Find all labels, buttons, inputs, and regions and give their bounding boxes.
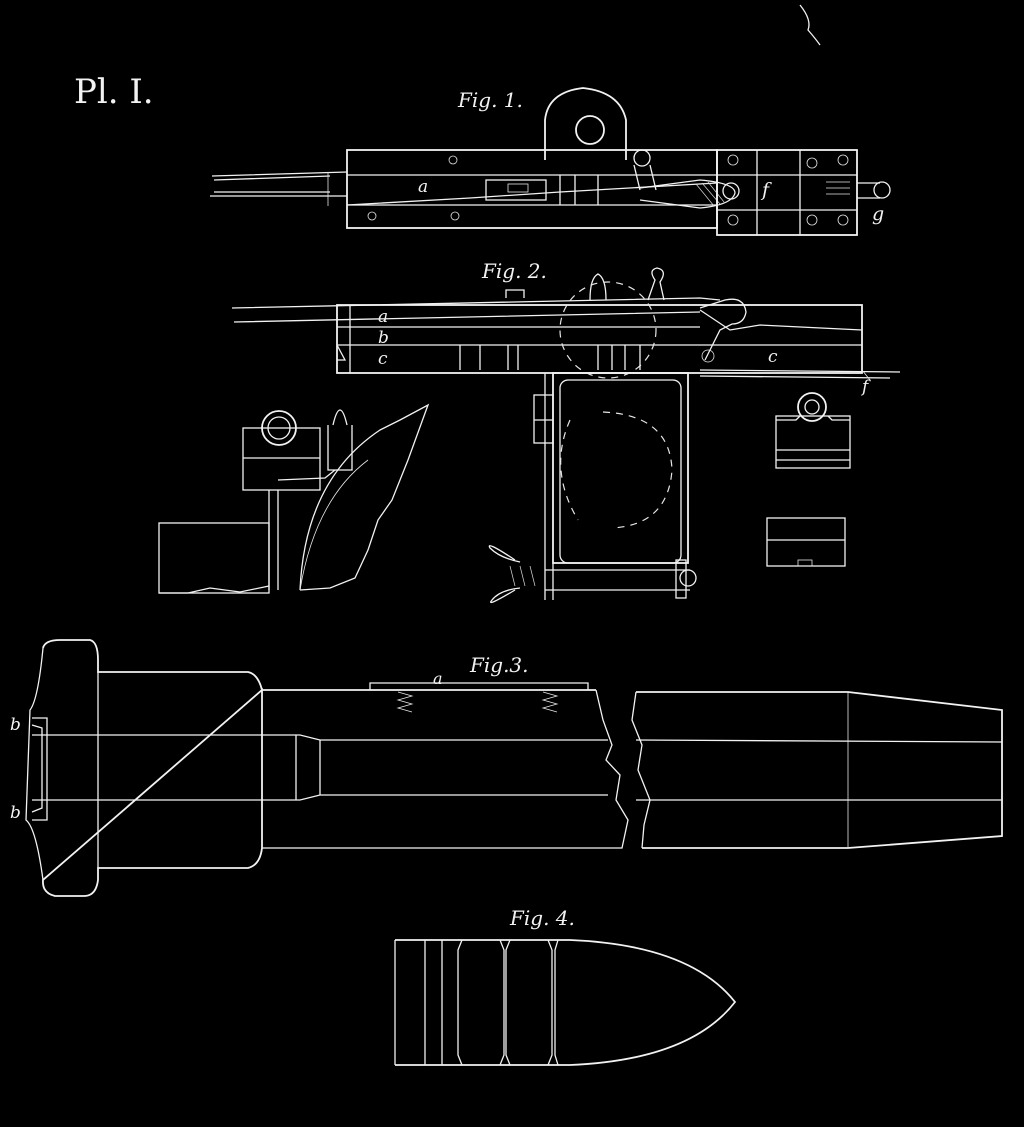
figure-1-label-g: g	[872, 203, 884, 225]
figure-4-title: Fig. 4.	[509, 906, 575, 930]
detail-block	[766, 517, 846, 567]
figure-2-label-a: a	[378, 307, 388, 327]
scratch-mark	[799, 4, 821, 46]
figure-1-label-f: f	[760, 179, 772, 201]
figure-2-label-c2: c	[768, 347, 778, 367]
detail-sight-section	[158, 403, 430, 594]
detail-sight-front	[775, 392, 851, 469]
figure-1-title: Fig. 1.	[457, 88, 523, 112]
figure-2-title: Fig. 2.	[481, 259, 547, 283]
figure-2-label-b: b	[378, 328, 389, 348]
figure-2: Fig. 2. a b c c f	[231, 259, 901, 604]
figure-3-label-b-top: b	[10, 715, 21, 735]
figure-1: Fig. 1. a f g	[210, 87, 891, 236]
figure-4: Fig. 4.	[394, 906, 737, 1066]
figure-2-label-c: c	[378, 349, 388, 369]
plate-number: Pl. I.	[74, 72, 154, 112]
figure-3: Fig.3. b b a	[10, 639, 1003, 897]
figure-1-label-a: a	[418, 177, 428, 197]
figure-3-label-b-bottom: b	[10, 803, 21, 823]
figure-2-label-f: f	[860, 377, 871, 397]
figure-3-label-a: a	[433, 669, 443, 688]
figure-3-title: Fig.3.	[469, 653, 529, 677]
